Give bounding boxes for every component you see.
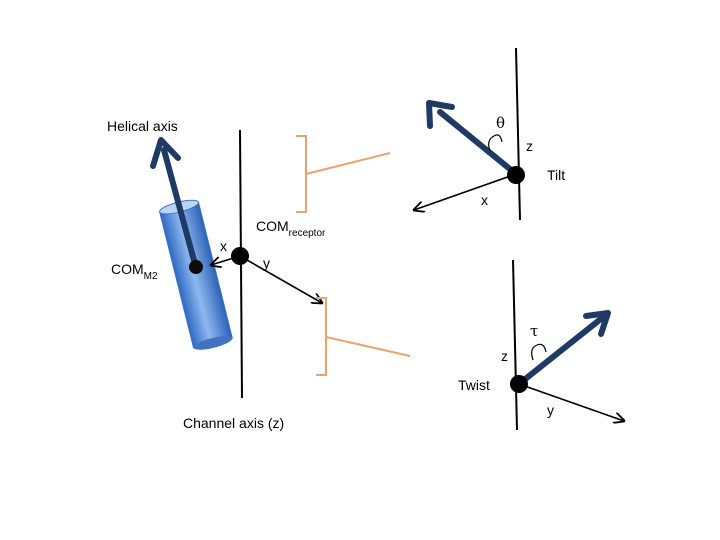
helical-axis-label: Helical axis — [107, 118, 178, 134]
twist-y-axis — [518, 383, 624, 421]
lower-orange-bracket — [316, 297, 411, 376]
tilt-z-label: z — [526, 138, 533, 154]
twist-z-label: z — [501, 348, 508, 364]
twist-tau-label: τ — [530, 322, 539, 340]
com-m2-subscript: M2 — [143, 271, 158, 282]
left-y-label: y — [263, 255, 270, 271]
com-receptor-main: COM — [256, 218, 289, 234]
tilt-x-axis — [414, 173, 517, 210]
tilt-label: Tilt — [547, 167, 566, 183]
com-receptor-subscript: receptor — [288, 228, 326, 239]
tilt-x-label: x — [481, 192, 488, 208]
com-receptor-dot — [231, 247, 249, 265]
tilt-angle-arc — [488, 134, 503, 152]
left-y-axis — [239, 255, 322, 303]
tilt-helix-arrow — [426, 100, 519, 177]
twist-z-axis — [512, 259, 518, 431]
helical-axis-arrow — [150, 137, 199, 271]
com-m2-label: COMM2 — [111, 261, 158, 282]
m2-helix-cylinder — [159, 199, 233, 350]
left-x-label: x — [220, 238, 227, 254]
upper-orange-bracket — [296, 135, 391, 213]
twist-y-label: y — [547, 402, 554, 418]
twist-angle-arc — [531, 343, 547, 361]
twist-origin-dot — [510, 375, 528, 393]
twist-label: Twist — [458, 377, 490, 393]
twist-helix-arrow — [516, 310, 611, 387]
com-m2-dot — [189, 260, 203, 274]
tilt-origin-dot — [507, 166, 525, 184]
com-receptor-label: COMreceptor — [256, 218, 325, 239]
tilt-z-axis — [515, 47, 521, 221]
channel-axis-label: Channel axis (z) — [183, 415, 285, 431]
tilt-theta-label: θ — [496, 114, 506, 132]
com-m2-main: COM — [111, 261, 144, 277]
